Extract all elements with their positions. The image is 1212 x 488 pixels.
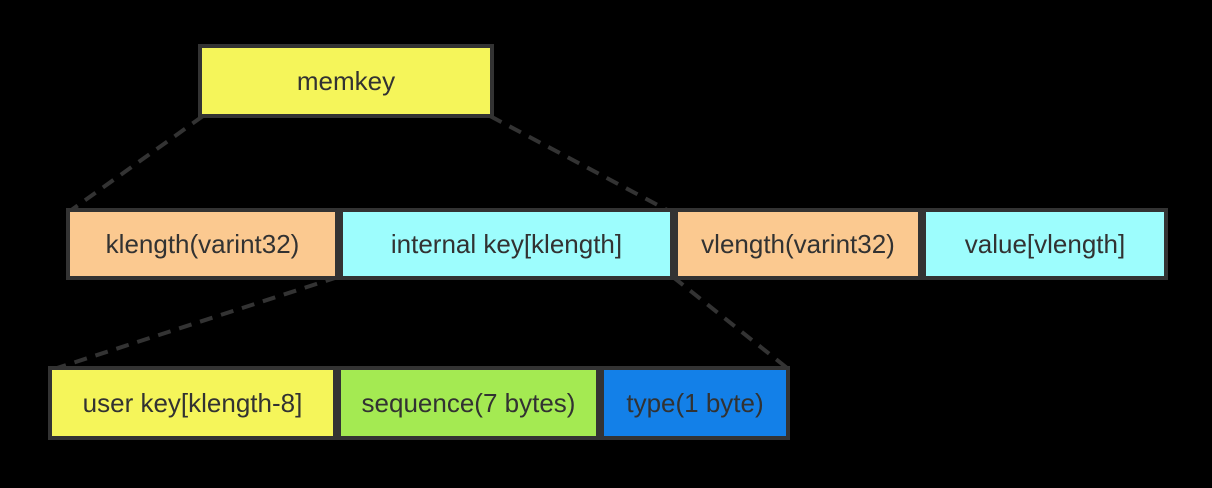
user-key-box: user key[klength-8] [48,366,337,440]
memkey-box: memkey [198,44,494,118]
klength-box: klength(varint32) [66,208,339,280]
internal-key-breakdown-row: user key[klength-8] sequence(7 bytes) ty… [48,366,790,440]
memkey-encoding-row: klength(varint32) internal key[klength] … [66,208,1168,280]
vlength-box: vlength(varint32) [674,208,922,280]
internal-key-box: internal key[klength] [339,208,674,280]
value-box: value[vlength] [922,208,1168,280]
connector-internal-key-to-type-end [671,275,789,370]
connector-memkey-to-internal-key-end [489,114,670,213]
sequence-box: sequence(7 bytes) [337,366,600,440]
connector-internal-key-to-user-key [56,275,339,370]
type-box: type(1 byte) [600,366,790,440]
connector-memkey-to-klength [68,114,205,213]
